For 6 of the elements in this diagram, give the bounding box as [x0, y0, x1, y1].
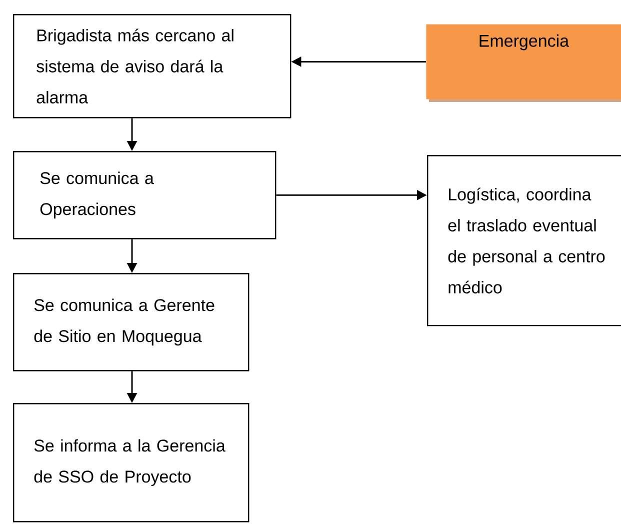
process-box: Se comunica a Operaciones	[13, 151, 276, 240]
process-box: Brigadista más cercano al sistema de aviso dará la alarma	[13, 14, 292, 118]
process-box: Logística, coordina el traslado eventual de personal a centro médico	[427, 155, 621, 326]
process-box: Se informa a la Gerencia de SSO de Proyecto	[13, 403, 250, 522]
process-box: Se comunica a Gerente de Sitio en Moquegua	[13, 273, 250, 372]
event-box: Emergencia	[426, 24, 621, 100]
